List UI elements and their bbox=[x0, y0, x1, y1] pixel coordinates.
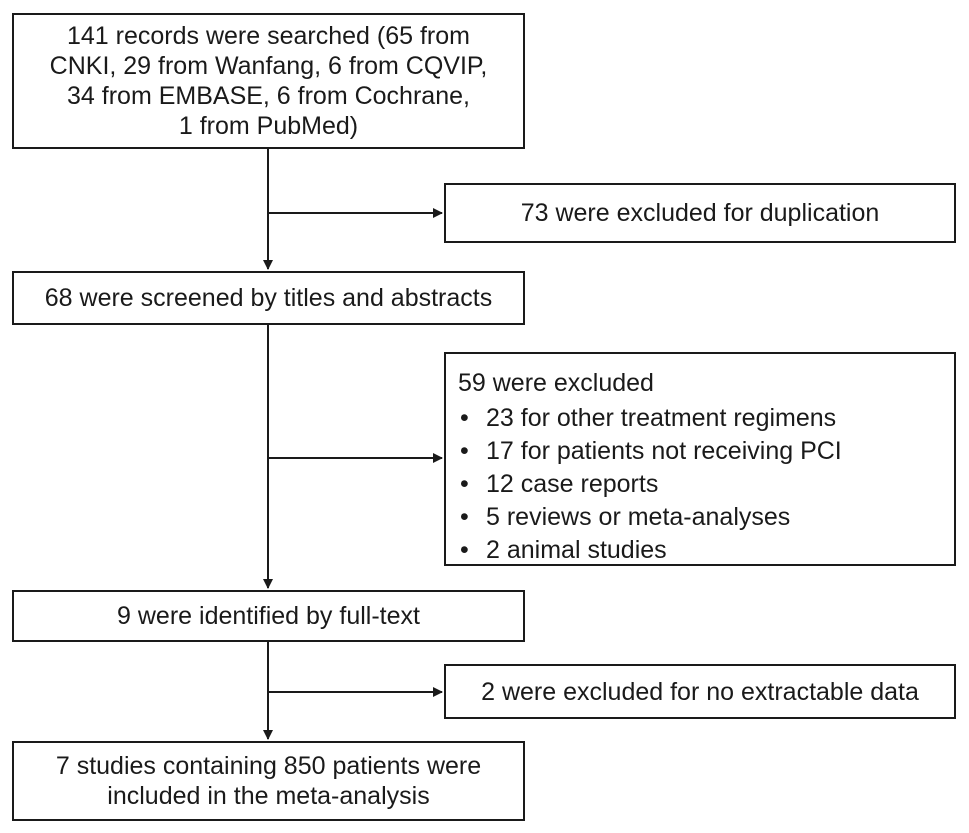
included-studies-text: 7 studies containing 850 patients were i… bbox=[55, 752, 482, 810]
screening-exclusion-title: 59 were excluded bbox=[458, 369, 654, 397]
exclusion-reason-item: 2 animal studies bbox=[458, 534, 954, 567]
screening-box: 68 were screened by titles and abstracts bbox=[12, 271, 525, 325]
fulltext-exclusion-box: 2 were excluded for no extractable data bbox=[444, 664, 956, 719]
exclusion-reason-list: 23 for other treatment regimens 17 for p… bbox=[458, 402, 954, 567]
duplication-exclusion-text: 73 were excluded for duplication bbox=[520, 199, 880, 227]
fulltext-exclusion-text: 2 were excluded for no extractable data bbox=[481, 677, 919, 706]
included-studies-box: 7 studies containing 850 patients were i… bbox=[12, 741, 525, 821]
duplication-exclusion-box: 73 were excluded for duplication bbox=[444, 183, 956, 243]
records-searched-box: 141 records were searched (65 from CNKI,… bbox=[12, 13, 525, 149]
records-searched-text: 141 records were searched (65 from CNKI,… bbox=[49, 22, 488, 140]
fulltext-text: 9 were identified by full-text bbox=[117, 602, 420, 630]
screening-exclusion-box: 59 were excluded 23 for other treatment … bbox=[444, 352, 956, 567]
exclusion-reason-item: 12 case reports bbox=[458, 468, 954, 501]
exclusion-reason-item: 5 reviews or meta-analyses bbox=[458, 501, 954, 534]
screening-text: 68 were screened by titles and abstracts bbox=[44, 284, 493, 312]
exclusion-reason-item: 23 for other treatment regimens bbox=[458, 402, 954, 435]
fulltext-box: 9 were identified by full-text bbox=[12, 590, 525, 642]
exclusion-reason-item: 17 for patients not receiving PCI bbox=[458, 435, 954, 468]
